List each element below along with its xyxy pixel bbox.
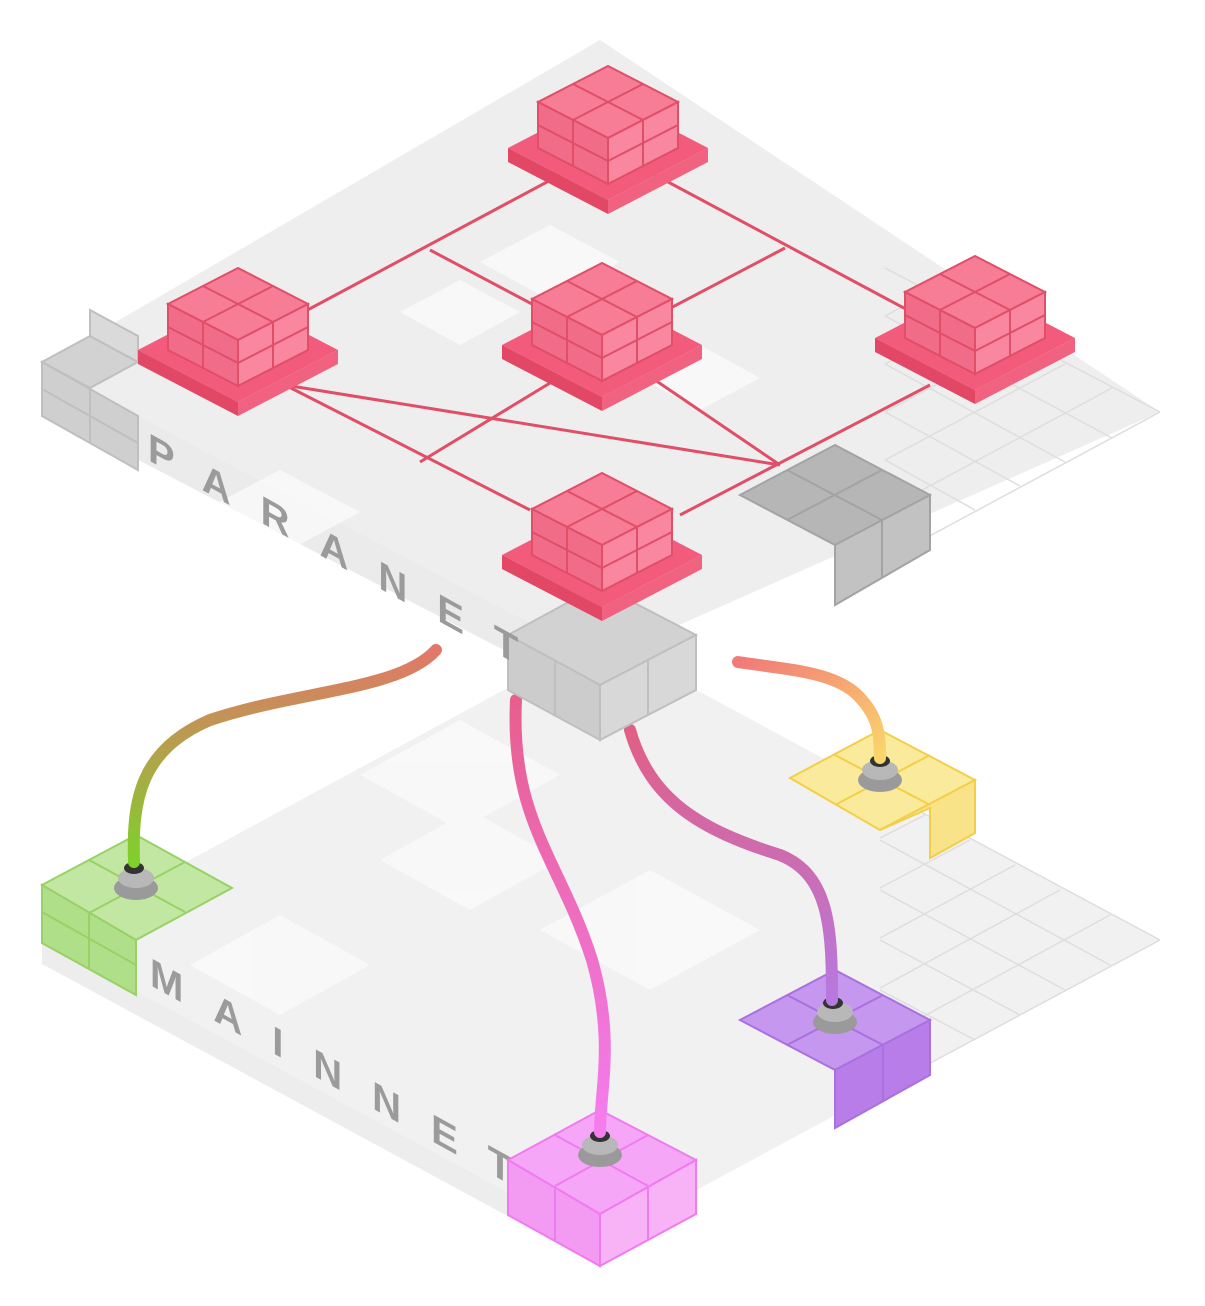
paranet-layer: PARANET [39, 40, 1161, 742]
green-connector [39, 833, 235, 997]
mainnet-platform-left [42, 940, 600, 1266]
green-cable [127, 644, 442, 868]
hub-bottom [502, 471, 702, 621]
paranet-hubs [138, 64, 1075, 621]
gray-block-right [737, 443, 933, 607]
gray-block-left [39, 308, 141, 472]
yellow-cable [732, 656, 886, 764]
pink-connector [505, 1108, 699, 1268]
yellow-connector [787, 728, 978, 860]
hub-left [138, 266, 338, 416]
cables [127, 644, 886, 1138]
hub-center [502, 261, 702, 411]
pink-cable [509, 694, 611, 1138]
gray-block-center [505, 583, 699, 742]
paranet-tiles [200, 225, 760, 555]
purple-cable [624, 724, 838, 1006]
hub-right [875, 254, 1075, 404]
purple-connector [737, 968, 933, 1130]
hub-top [508, 64, 708, 214]
